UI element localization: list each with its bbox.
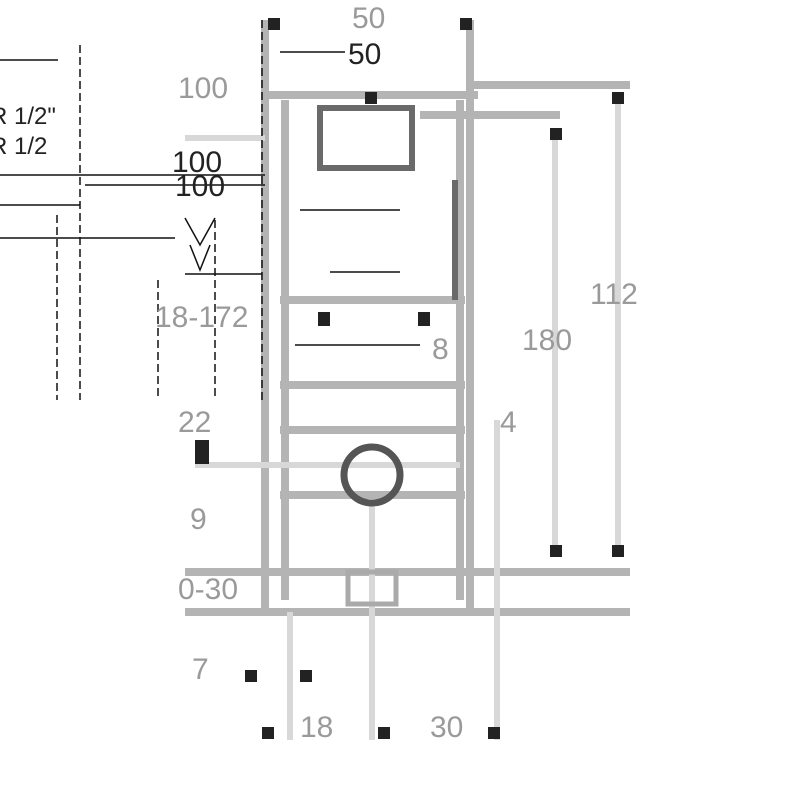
dimension-arrow-markers <box>195 18 624 739</box>
dim-adjust-range: 0-30 <box>178 573 239 606</box>
dim-top-width-b: 50 <box>348 38 382 71</box>
dim-bottom-right: 30 <box>430 711 464 744</box>
dim-side-small: 8 <box>432 333 449 366</box>
dim-bottom-left: 18 <box>300 711 334 744</box>
dim-top-width-a: 50 <box>352 2 386 35</box>
dim-foot-offset: 7 <box>192 653 209 686</box>
center-lines <box>56 20 263 400</box>
thread-label-a: R 1/2" <box>0 103 56 130</box>
dim-left-low: 22 <box>178 406 212 439</box>
dim-left-mid-a: 100 <box>172 146 223 179</box>
drain-ring <box>340 443 404 607</box>
dim-left-range: 18-172 <box>155 301 249 334</box>
thread-label-b: R 1/2 <box>0 133 48 160</box>
dim-left-mid-b: 100 <box>175 170 226 203</box>
detail-linework <box>0 51 420 346</box>
dim-height-outer: 112 <box>590 278 638 311</box>
dim-left-lower: 9 <box>190 503 207 536</box>
cistern-box <box>317 105 458 300</box>
dim-height-inner: 180 <box>522 324 573 357</box>
dim-right-small: 4 <box>500 406 517 439</box>
frame-outline <box>185 20 630 616</box>
guide-lines <box>185 100 621 740</box>
dim-left-top: 100 <box>178 72 229 105</box>
